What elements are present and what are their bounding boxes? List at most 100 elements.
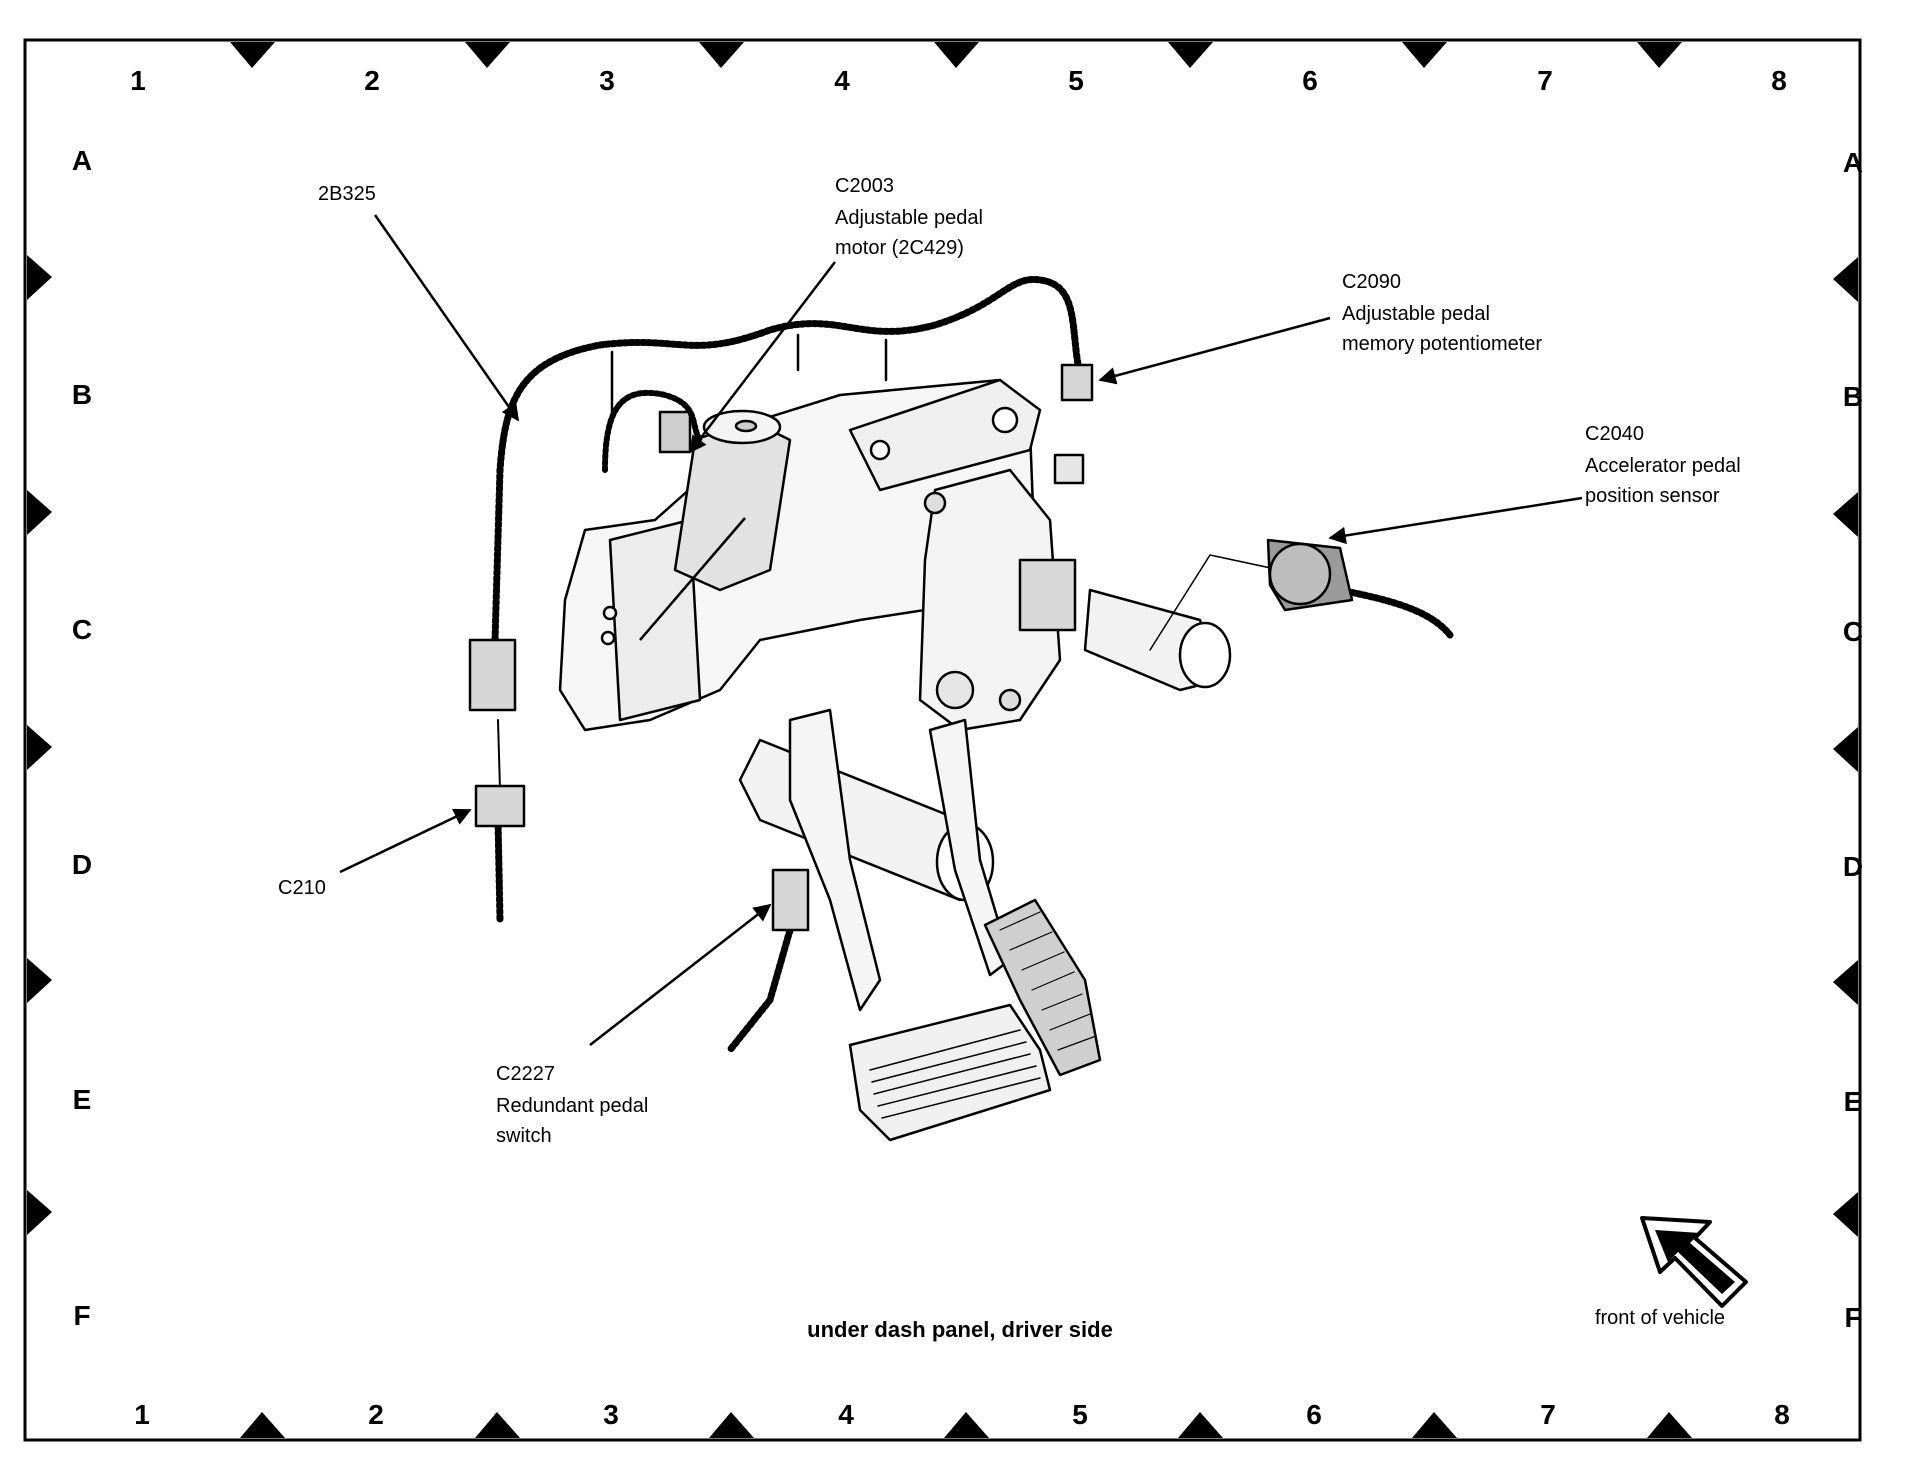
row-label-left-f: F <box>73 1300 90 1331</box>
row-label-right-a: A <box>1843 147 1863 178</box>
brake-pad-ribs <box>869 1029 1041 1119</box>
leader-c210 <box>339 808 472 874</box>
accelerator-pivot <box>935 670 975 710</box>
callout-c2227-id: C2227 <box>496 1063 555 1085</box>
row-label-right-e: E <box>1844 1086 1863 1117</box>
leader-c2227 <box>589 903 772 1046</box>
row-label-left-a: A <box>72 145 92 176</box>
grid-markers <box>27 42 1858 1438</box>
grid-marker-bottom-1 <box>240 1412 285 1438</box>
col-label-top-1: 1 <box>130 65 146 96</box>
col-label-top-7: 7 <box>1537 65 1553 96</box>
accelerator-nut-2 <box>998 688 1022 712</box>
leader-c2003 <box>688 261 836 454</box>
grid-marker-bottom-7 <box>1647 1412 1692 1438</box>
leader-c2003-motor <box>639 517 746 641</box>
col-label-bottom-6: 6 <box>1306 1399 1322 1430</box>
wiring-harness-lower <box>497 719 501 791</box>
grid-marker-left-3 <box>27 725 52 770</box>
grid-marker-top-6 <box>1402 42 1447 68</box>
grid-marker-right-2 <box>1833 492 1858 537</box>
brake-arm <box>788 708 882 1012</box>
grid-marker-bottom-2 <box>475 1412 520 1438</box>
accelerator-pedal-pad <box>983 898 1102 1077</box>
bracket-hole <box>991 406 1019 434</box>
callout-c2003-line2: motor (2C429) <box>835 237 964 259</box>
callout-c2040-line1: Accelerator pedal <box>1585 455 1741 477</box>
pedal-assembly-drawing <box>468 275 1454 1142</box>
callout-2b325: 2B325 <box>318 183 376 205</box>
wiring-harness-main <box>491 275 1084 644</box>
diagram-caption: under dash panel, driver side <box>807 1317 1113 1342</box>
col-label-bottom-1: 1 <box>134 1399 150 1430</box>
row-label-right-f: F <box>1844 1302 1861 1333</box>
row-label-right-b: B <box>1843 381 1863 412</box>
wiring-harness-redundant <box>726 926 794 1054</box>
top-column-labels: 1 2 3 4 5 6 7 8 <box>130 65 1787 96</box>
leader-2b325 <box>373 214 520 422</box>
right-row-labels: A B C D E F <box>1843 147 1863 1333</box>
diagram-border <box>23 38 1862 1442</box>
bracket-hole-2 <box>869 439 891 461</box>
grid-marker-bottom-6 <box>1412 1412 1457 1438</box>
app-sensor-body <box>1018 558 1077 632</box>
grid-marker-left-2 <box>27 490 52 535</box>
col-label-bottom-7: 7 <box>1540 1399 1556 1430</box>
callout-c2090-id: C2090 <box>1342 271 1401 293</box>
grid-marker-left-4 <box>27 958 52 1003</box>
row-label-left-d: D <box>72 849 92 880</box>
callout-leaders <box>339 214 1583 1046</box>
grid-marker-top-3 <box>699 42 744 68</box>
row-label-right-c: C <box>1843 616 1863 647</box>
upper-bracket <box>848 378 1042 492</box>
col-label-bottom-3: 3 <box>603 1399 619 1430</box>
tube-end <box>1178 621 1232 689</box>
leader-c2090 <box>1098 316 1331 385</box>
accelerator-arm <box>918 468 1062 732</box>
front-of-vehicle-arrow-icon <box>1640 1216 1748 1308</box>
stud-1 <box>602 605 618 621</box>
row-label-left-c: C <box>72 614 92 645</box>
bottom-column-labels: 1 2 3 4 5 6 7 8 <box>134 1399 1790 1430</box>
row-label-right-d: D <box>1843 851 1863 882</box>
callout-c2090-line2: memory potentiometer <box>1342 333 1542 355</box>
callout-c2003-id: C2003 <box>835 175 894 197</box>
grid-marker-top-5 <box>1168 42 1213 68</box>
callout-c2090-line1: Adjustable pedal <box>1342 303 1490 325</box>
leader-c2040 <box>1328 496 1583 545</box>
stud-2 <box>600 630 616 646</box>
grid-marker-right-1 <box>1833 257 1858 302</box>
col-label-top-8: 8 <box>1771 65 1787 96</box>
col-label-bottom-2: 2 <box>368 1399 384 1430</box>
c2040-face <box>1268 542 1332 606</box>
c210-lower-connector <box>474 784 526 828</box>
col-label-bottom-4: 4 <box>838 1399 854 1430</box>
grid-marker-top-1 <box>230 42 275 68</box>
callout-c2227-line1: Redundant pedal <box>496 1095 648 1117</box>
app-leader-wire <box>1149 554 1281 651</box>
front-of-vehicle-label: front of vehicle <box>1595 1307 1725 1329</box>
wiring-harness-drop <box>494 816 504 924</box>
grid-marker-bottom-4 <box>944 1412 989 1438</box>
grid-marker-left-1 <box>27 255 52 300</box>
grid-marker-bottom-3 <box>709 1412 754 1438</box>
grid-marker-right-5 <box>1833 1192 1858 1237</box>
grid-marker-right-3 <box>1833 727 1858 772</box>
callout-c2040-id: C2040 <box>1585 423 1644 445</box>
col-label-top-5: 5 <box>1068 65 1084 96</box>
callout-c2040-line2: position sensor <box>1585 485 1720 507</box>
row-label-left-b: B <box>72 379 92 410</box>
col-label-top-2: 2 <box>364 65 380 96</box>
c210-upper-connector <box>468 638 517 712</box>
callout-c2227-line2: switch <box>496 1125 552 1147</box>
grid-marker-top-4 <box>934 42 979 68</box>
grid-marker-right-4 <box>1833 960 1858 1005</box>
grid-marker-bottom-5 <box>1178 1412 1223 1438</box>
col-label-bottom-8: 8 <box>1774 1399 1790 1430</box>
callout-c2003-line1: Adjustable pedal <box>835 207 983 229</box>
callout-c210: C210 <box>278 877 326 899</box>
brake-pedal-pad <box>848 1003 1052 1142</box>
grid-marker-left-5 <box>27 1190 52 1235</box>
row-label-left-e: E <box>73 1084 92 1115</box>
